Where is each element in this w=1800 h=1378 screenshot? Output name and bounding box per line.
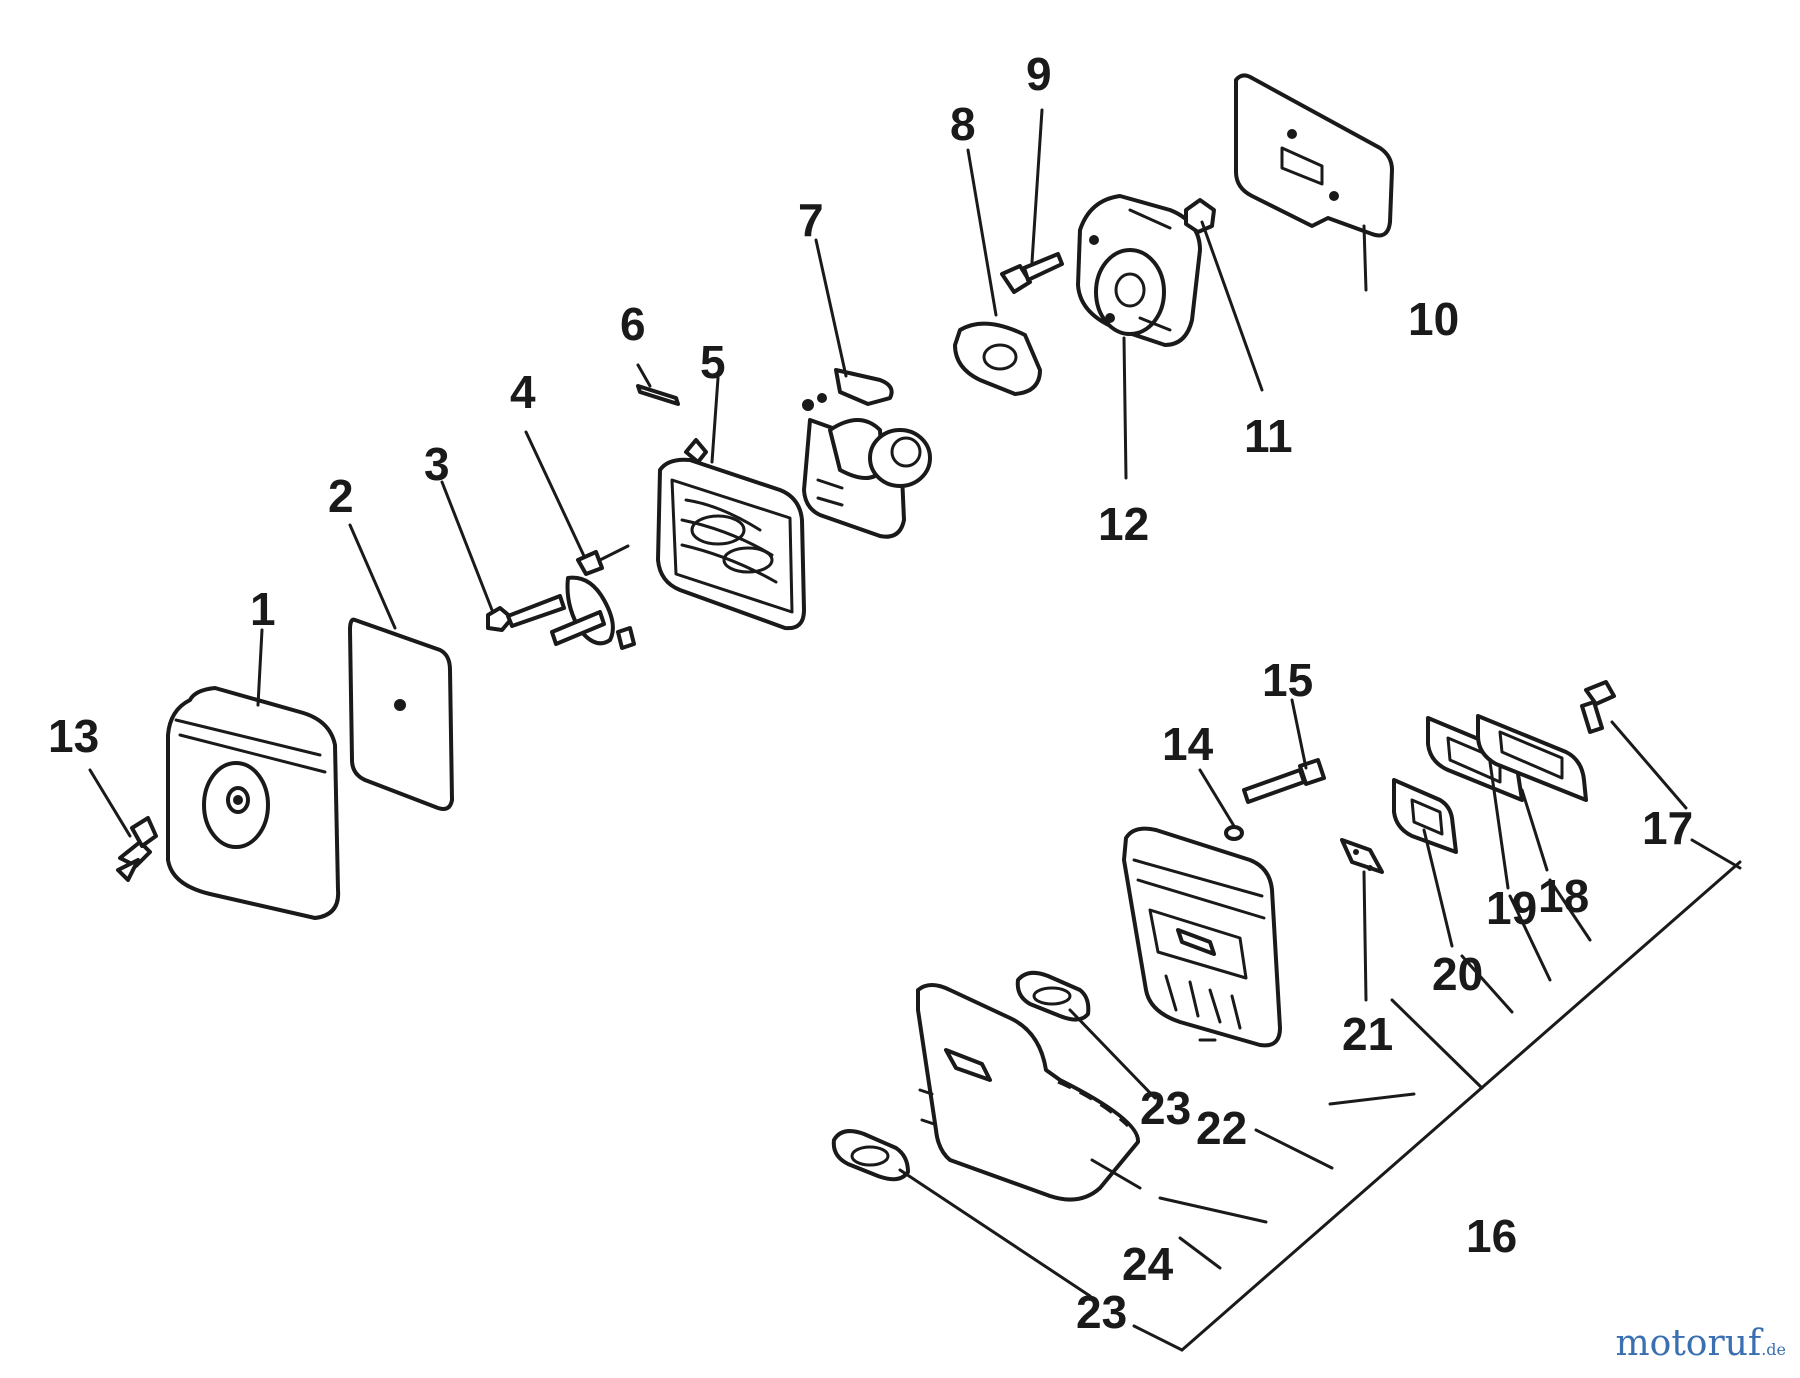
part-11-nut xyxy=(1184,198,1216,234)
watermark-tld: .de xyxy=(1761,1340,1786,1359)
callout-17: 17 xyxy=(1642,802,1693,854)
part-21-gasket xyxy=(1340,838,1384,874)
callout-10: 10 xyxy=(1408,293,1459,345)
part-15-bolt xyxy=(1242,758,1326,804)
part-1-air-filter-cover xyxy=(166,686,341,920)
part-13-wing-nut xyxy=(116,816,158,882)
callout-12: 12 xyxy=(1098,498,1149,550)
callout-22: 22 xyxy=(1196,1102,1247,1154)
part-17-screw xyxy=(1580,680,1616,734)
part-18-exhaust-flange xyxy=(1476,714,1588,802)
callout-14: 14 xyxy=(1162,718,1214,770)
part-9-screw xyxy=(1000,252,1064,294)
callout-8: 8 xyxy=(950,98,976,150)
callout-18: 18 xyxy=(1538,870,1589,922)
part-12-intake-manifold xyxy=(1076,194,1202,347)
part-4-bracket xyxy=(550,544,636,650)
callout-labels: 1 2 3 4 5 6 7 8 9 10 11 12 13 14 15 16 1… xyxy=(48,48,1693,1338)
callout-4: 4 xyxy=(510,366,536,418)
part-3-bolt xyxy=(486,594,566,632)
part-5-carburetor-housing xyxy=(656,438,806,631)
watermark-main: motoruf xyxy=(1615,1323,1762,1364)
callout-23-upper: 23 xyxy=(1140,1082,1191,1134)
part-14-washer xyxy=(1224,825,1244,841)
callout-6: 6 xyxy=(620,298,646,350)
callout-16: 16 xyxy=(1466,1210,1517,1262)
part-2-filter-element xyxy=(348,617,454,811)
part-24-heat-shield xyxy=(916,983,1140,1202)
callout-1: 1 xyxy=(250,583,276,635)
callout-2: 2 xyxy=(328,470,354,522)
part-23-gasket-upper xyxy=(1015,970,1091,1022)
callout-21: 21 xyxy=(1342,1008,1393,1060)
part-7-carburetor xyxy=(802,368,932,539)
motoruf-watermark[interactable]: motoruf.de xyxy=(1616,1323,1786,1364)
part-22-muffler xyxy=(1122,826,1282,1048)
callout-9: 9 xyxy=(1026,48,1052,100)
callout-3: 3 xyxy=(424,438,450,490)
callout-19: 19 xyxy=(1486,882,1537,934)
callout-13: 13 xyxy=(48,710,99,762)
callout-24: 24 xyxy=(1122,1238,1174,1290)
callout-20: 20 xyxy=(1432,948,1483,1000)
callout-11: 11 xyxy=(1244,410,1293,462)
part-23-gasket-lower xyxy=(831,1129,910,1182)
callout-15: 15 xyxy=(1262,654,1313,706)
assembly-bracket xyxy=(1132,838,1742,1352)
part-20-gasket xyxy=(1392,778,1458,854)
callout-23-lower: 23 xyxy=(1076,1286,1127,1338)
part-10-heat-shield xyxy=(1234,73,1394,238)
callout-7: 7 xyxy=(798,194,824,246)
callout-5: 5 xyxy=(700,336,726,388)
leader-lines xyxy=(88,108,1688,1298)
part-8-insulator-gasket xyxy=(953,321,1042,396)
part-6-small-gasket xyxy=(636,384,680,406)
